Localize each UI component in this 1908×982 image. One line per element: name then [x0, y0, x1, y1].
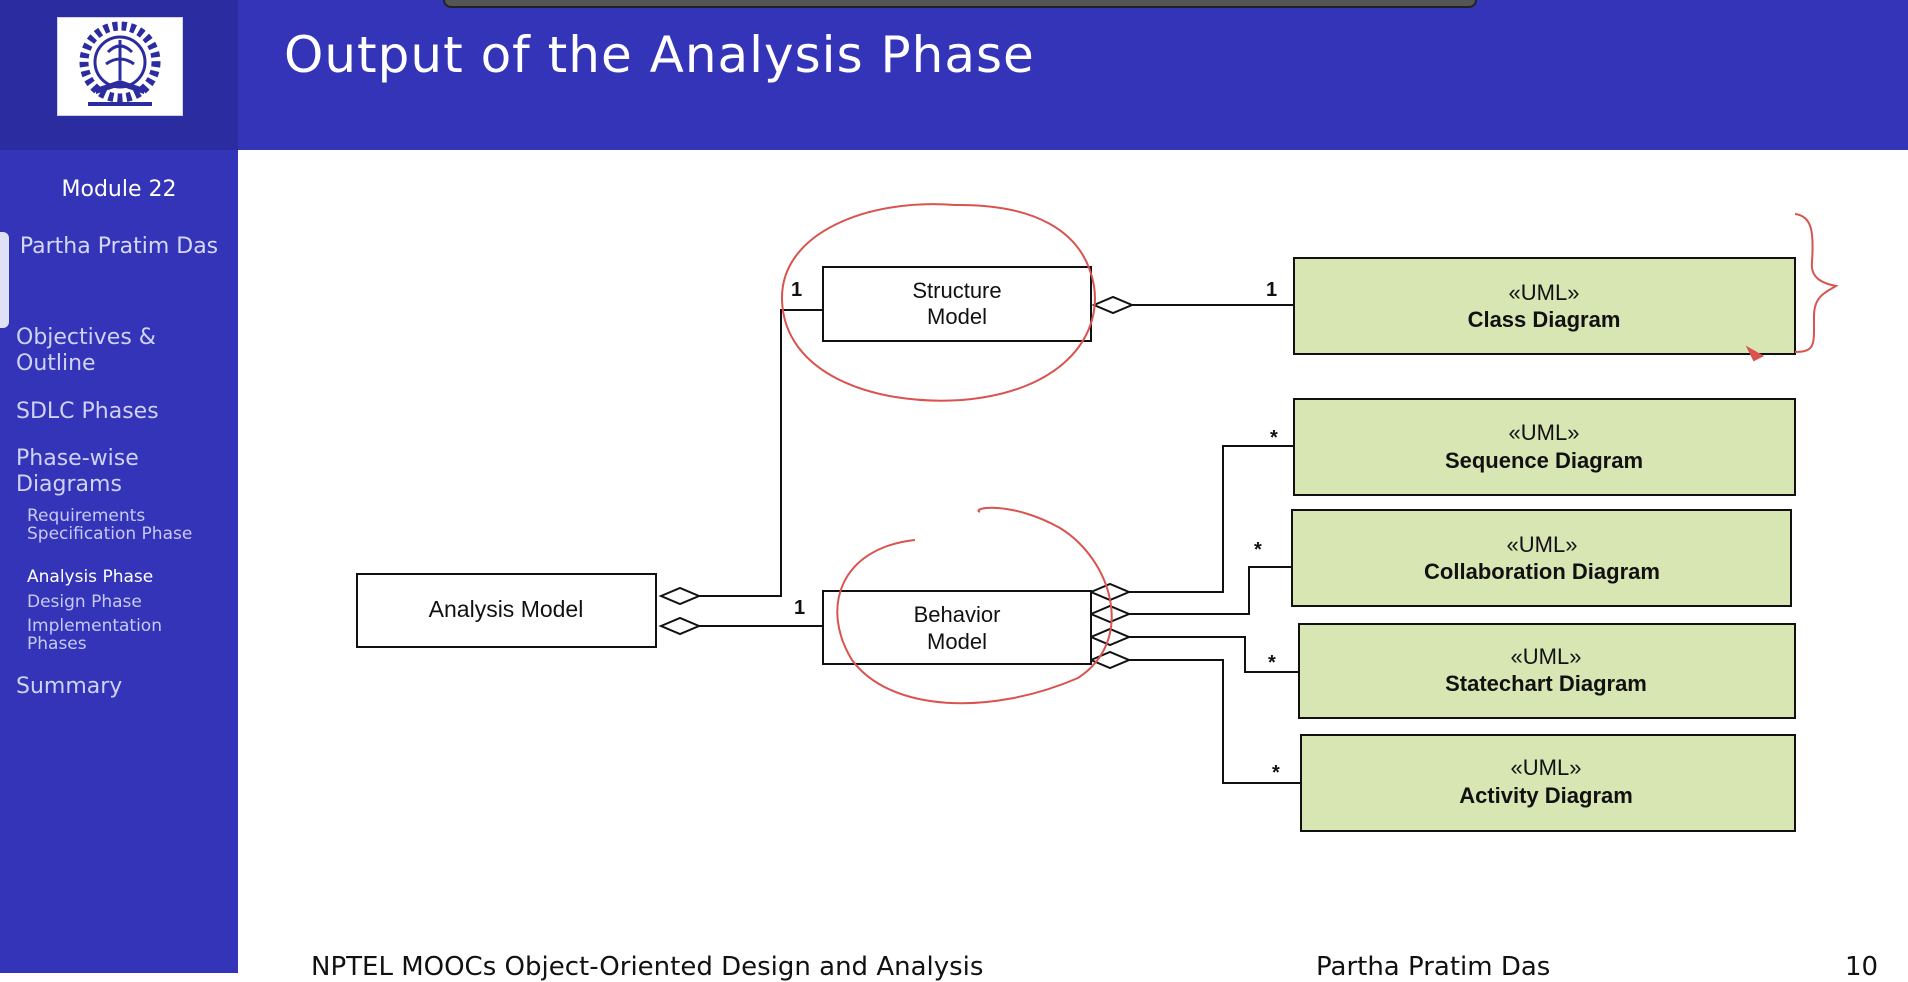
sidebar-module-title: Module 22 [61, 177, 177, 202]
footer-author: Partha Pratim Das [1316, 952, 1551, 982]
connector-lines [699, 304, 1301, 784]
footer-course: NPTEL MOOCs Object-Oriented Design and A… [311, 952, 984, 982]
multiplicity-structure: 1 [791, 279, 802, 301]
sidebar-subitem-requirements[interactable]: Requirements Specification Phase [27, 506, 193, 544]
sidebar: Module 22 Partha Pratim Das Objectives &… [0, 0, 238, 973]
behavior-model-box: Behavior Model [822, 590, 1092, 665]
uml-box-activity-diagram: «UML» Activity Diagram [1300, 734, 1796, 832]
analysis-model-label: Analysis Model [429, 596, 584, 622]
sidebar-item-phase-wise-diagrams[interactable]: Phase-wise Diagrams [16, 446, 139, 497]
institute-logo [57, 17, 183, 116]
uml-stereotype: «UML» [1511, 755, 1582, 780]
slide-header: Output of the Analysis Phase [238, 0, 1908, 150]
uml-box-sequence-diagram: «UML» Sequence Diagram [1293, 398, 1796, 496]
behavior-model-line1: Behavior [914, 602, 1001, 627]
sidebar-author[interactable]: Partha Pratim Das [19, 234, 219, 259]
sidebar-subitem-implementation[interactable]: Implementation Phases [27, 616, 162, 654]
sidebar-item-objectives[interactable]: Objectives & Outline [16, 325, 156, 376]
uml-stereotype: «UML» [1507, 532, 1578, 557]
red-circle-behavior [836, 506, 1113, 705]
sidebar-item-summary[interactable]: Summary [16, 674, 123, 699]
sidebar-item-sdlc-phases[interactable]: SDLC Phases [16, 399, 159, 424]
uml-stereotype: «UML» [1509, 280, 1580, 305]
sidebar-subitem-design-phase[interactable]: Design Phase [27, 592, 142, 612]
structure-model-box: Structure Model [822, 266, 1092, 342]
structure-model-line2: Model [927, 304, 987, 329]
multiplicity-collaboration: * [1254, 539, 1262, 561]
uml-stereotype: «UML» [1511, 644, 1582, 669]
logo-block [0, 0, 238, 150]
footer-page-number: 10 [1845, 952, 1879, 982]
multiplicity-activity: * [1272, 762, 1280, 784]
sequence-diagram-label: Sequence Diagram [1445, 448, 1643, 473]
handwritten-annotations [780, 203, 1839, 705]
analysis-model-box: Analysis Model [356, 573, 657, 648]
multiplicity-labels: 1 1 1 * * * * [791, 279, 1280, 784]
activity-diagram-label: Activity Diagram [1459, 783, 1633, 808]
statechart-diagram-label: Statechart Diagram [1445, 671, 1647, 696]
red-pointer-mark [1745, 345, 1765, 362]
behavior-model-line2: Model [927, 629, 987, 654]
uml-box-class-diagram: «UML» Class Diagram [1293, 257, 1796, 355]
uml-box-collaboration-diagram: «UML» Collaboration Diagram [1291, 509, 1792, 607]
red-brace [1794, 213, 1839, 353]
multiplicity-sequence: * [1270, 427, 1278, 449]
collaboration-diagram-label: Collaboration Diagram [1424, 559, 1660, 584]
structure-model-line1: Structure [912, 278, 1001, 303]
multiplicity-statechart: * [1268, 652, 1276, 674]
sidebar-subitem-analysis-phase[interactable]: Analysis Phase [27, 567, 154, 587]
multiplicity-behavior: 1 [794, 597, 805, 619]
uml-box-statechart-diagram: «UML» Statechart Diagram [1298, 623, 1796, 719]
class-diagram-label: Class Diagram [1468, 307, 1621, 332]
red-circle-structure [780, 203, 1096, 402]
slide-title: Output of the Analysis Phase [284, 26, 1035, 84]
multiplicity-class: 1 [1266, 279, 1277, 301]
uml-stereotype: «UML» [1509, 420, 1580, 445]
sidebar-scroll-handle[interactable] [0, 232, 9, 328]
